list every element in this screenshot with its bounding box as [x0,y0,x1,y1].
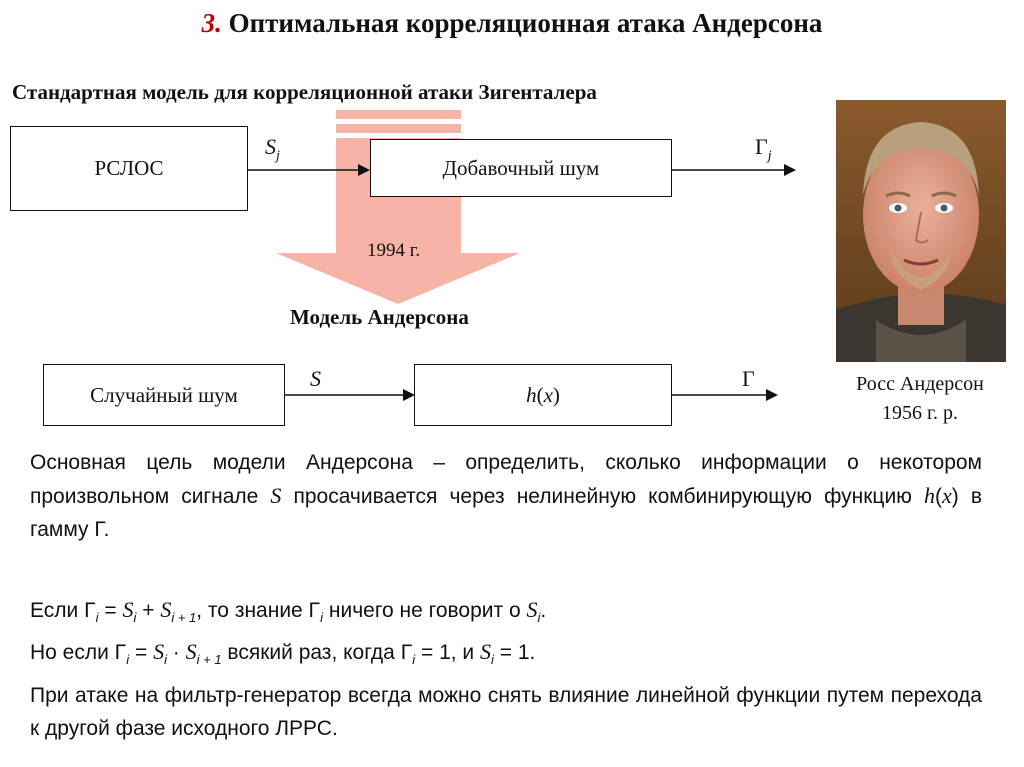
arrow-gj [672,164,796,176]
portrait-born: 1956 г. р. [882,402,958,424]
arrow-gamma [672,389,778,401]
portrait-caption: Росс Андерсон 1956 г. р. [820,370,1020,428]
formula-line-product: Но если Γi = Si · Si + 1 всякий раз, ког… [30,639,536,668]
title-text: Оптимальная корреляционная атака Андерсо… [228,8,823,38]
portrait-name: Росс Андерсон [856,373,984,395]
arrow-stripe-1 [336,110,461,119]
page-title: 3. Оптимальная корреляционная атака Анде… [0,8,1024,39]
random-noise-box: Случайный шум [43,364,285,426]
arrow-sj [248,164,370,176]
s-label: S [310,366,321,391]
gj-label: Γj [755,134,772,164]
arrow-stripe-2 [336,124,461,133]
hx-box: h(x) [414,364,672,426]
title-number: 3. [201,8,222,38]
formula-line-sum: Если Γi = Si + Si + 1, то знание Γi ниче… [30,597,547,626]
lfsr-box: РСЛОС [10,126,248,211]
section-subtitle: Стандартная модель для корреляционной ат… [12,80,597,104]
filter-generator-paragraph: При атаке на фильтр-генератор всегда мож… [30,684,982,740]
noise-box-label: Добавочный шум [442,155,600,180]
arrow-s [285,389,415,401]
lfsr-box-label: РСЛОС [94,156,164,180]
year-label: 1994 г. [367,240,421,261]
noise-box: Добавочный шум [370,139,672,197]
transition-arrow [276,110,520,304]
anderson-model-title: Модель Андерсона [290,305,469,329]
portrait-photo [836,100,1006,362]
gamma-label: Γ [742,366,755,391]
random-noise-label: Случайный шум [90,382,238,407]
goal-paragraph: Основная цель модели Андерсона – определ… [30,451,982,541]
sj-label: Sj [265,134,280,164]
